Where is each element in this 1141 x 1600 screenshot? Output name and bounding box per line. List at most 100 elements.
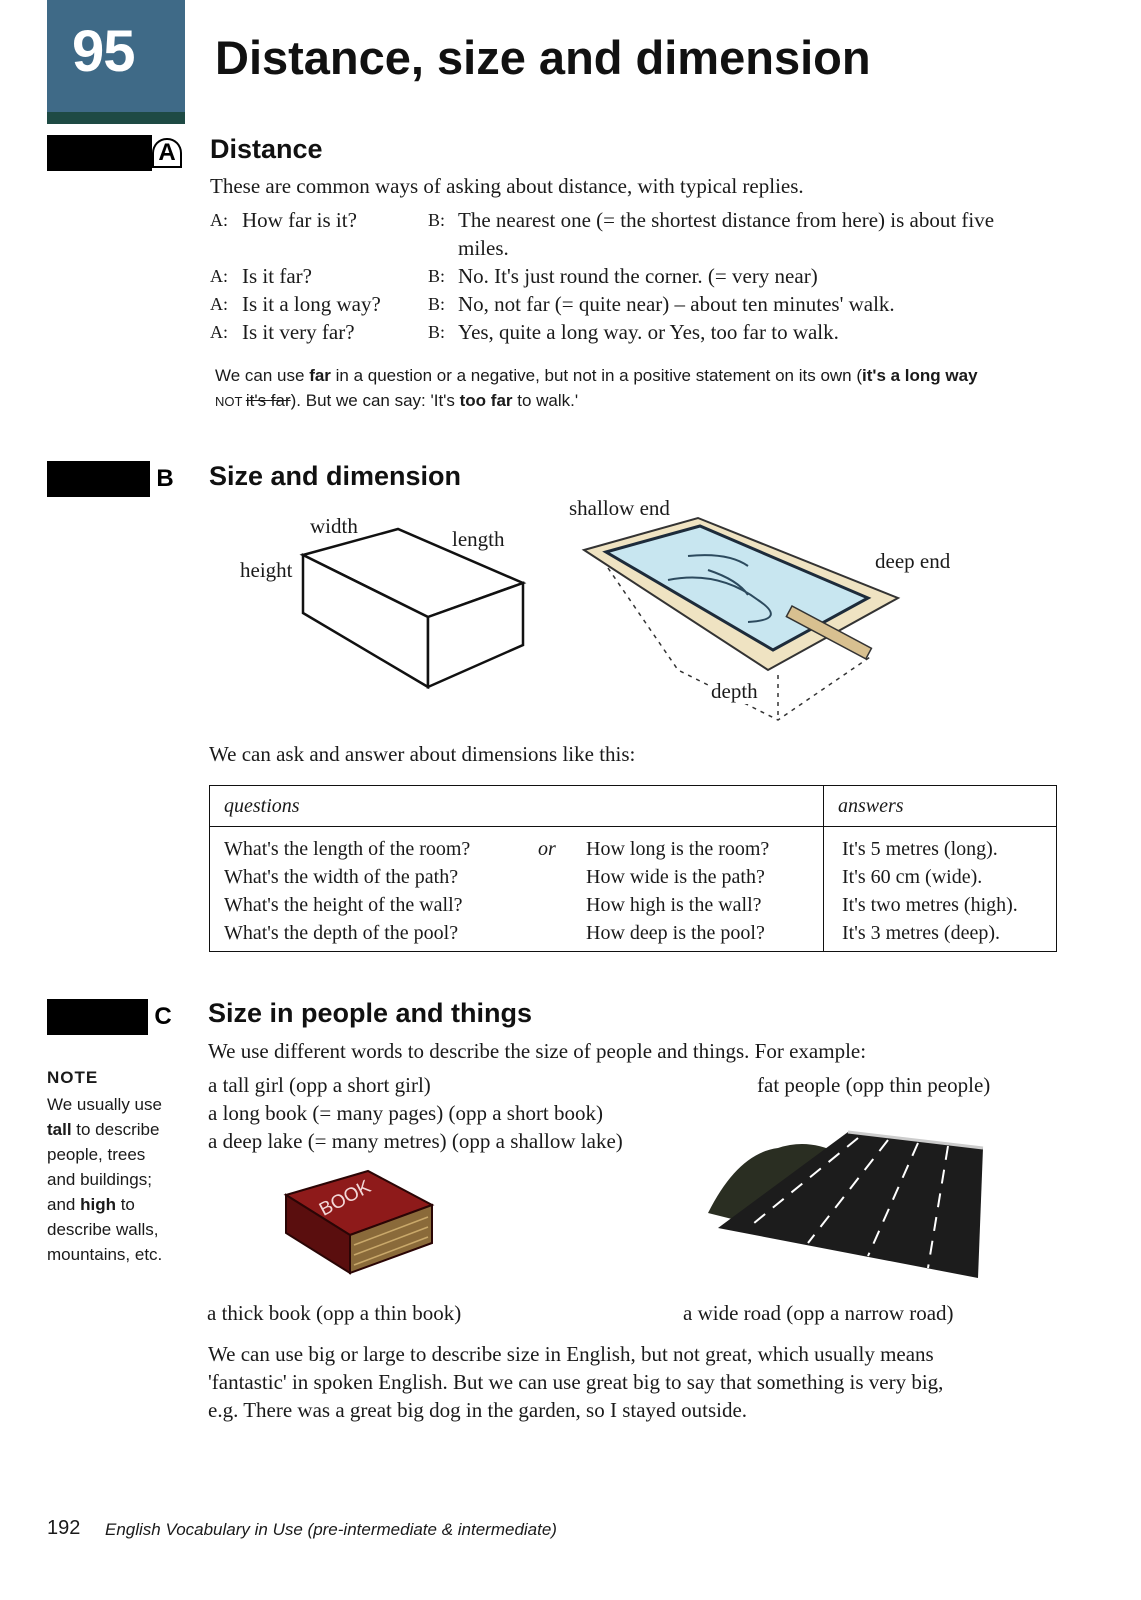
dialog-answer-cont: miles. xyxy=(458,236,509,260)
label-deep-end: deep end xyxy=(875,549,951,573)
sidebar-note-line: and xyxy=(47,1195,81,1214)
wide-road-illustration xyxy=(708,1130,984,1278)
speaker-a: A: xyxy=(210,322,228,342)
question-short-form: How long is the room? xyxy=(586,838,770,860)
dialog-row: A: Is it a long way? B: No, not far (= q… xyxy=(210,290,1110,318)
label-width: width xyxy=(310,514,358,538)
speaker-b: B: xyxy=(428,266,446,286)
dialog-row: A: How far is it? B: The nearest one (= … xyxy=(210,206,1110,234)
question-long-form: What's the depth of the pool? xyxy=(224,922,459,944)
note-keyword: too far xyxy=(459,391,513,410)
answers-cell: It's 5 metres (long). It's 60 cm (wide).… xyxy=(823,826,1057,952)
sidebar-note-line: mountains, etc. xyxy=(47,1245,163,1264)
section-a-marker xyxy=(47,135,155,171)
note-struck: it's far xyxy=(245,391,291,410)
sidebar-note-line: to describe xyxy=(71,1120,160,1139)
answer: It's 3 metres (deep). xyxy=(842,922,1000,944)
diving-board xyxy=(785,604,873,660)
unit-number-block xyxy=(47,0,185,124)
sidebar-note-keyword: high xyxy=(80,1195,116,1214)
page-number: 192 xyxy=(47,1517,81,1539)
road-barrier xyxy=(847,1130,984,1150)
table-row: What's the length of the room? or How lo… xyxy=(224,835,809,863)
speaker-b: B: xyxy=(428,294,446,314)
section-a-title: Distance xyxy=(210,134,323,164)
box-illustration xyxy=(299,527,527,690)
table-row: What's the height of the wall? How high … xyxy=(224,891,809,919)
question-short-form: How deep is the pool? xyxy=(586,922,765,944)
table-row: What's the width of the path? How wide i… xyxy=(224,863,809,891)
sidebar-note: NOTE We usually use tall to describe peo… xyxy=(47,1065,187,1267)
sidebar-note-line: people, trees xyxy=(47,1145,146,1164)
section-b-title: Size and dimension xyxy=(209,461,462,491)
section-a-letter: A xyxy=(152,135,182,171)
section-b-marker xyxy=(47,461,155,497)
section-a-intro: These are common ways of asking about di… xyxy=(210,174,804,198)
dialog-row-cont: miles. xyxy=(210,234,1110,262)
speaker-b: B: xyxy=(428,322,446,342)
dialog-row: A: Is it far? B: No. It's just round the… xyxy=(210,262,1110,290)
example-item: a deep lake (= many metres) (opp a shall… xyxy=(208,1129,623,1153)
note-text: ). But we can say: 'It's xyxy=(290,391,460,410)
sidebar-note-line: to xyxy=(115,1195,135,1214)
speaker-a: A: xyxy=(210,210,228,230)
header-questions: questions xyxy=(209,785,824,827)
label-height: height xyxy=(240,558,293,582)
example-item: a long book (= many pages) (opp a short … xyxy=(208,1101,604,1125)
page-title: Distance, size and dimension xyxy=(215,31,871,84)
question-long-form: What's the height of the wall? xyxy=(224,894,463,916)
dialog-answer: No, not far (= quite near) – about ten m… xyxy=(458,292,895,316)
note-text: We can use xyxy=(215,366,310,385)
closing-line: We can use big or large to describe size… xyxy=(208,1342,934,1366)
section-c-letter: C xyxy=(148,999,178,1035)
dialog-question: Is it very far? xyxy=(242,320,355,344)
section-c-closing: We can use big or large to describe size… xyxy=(208,1340,1088,1424)
header-questions-text: questions xyxy=(224,795,300,817)
note-not: NOT xyxy=(215,394,246,409)
or-word: or xyxy=(538,838,556,860)
dialog-answer: Yes, quite a long way. or Yes, too far t… xyxy=(458,320,839,344)
sidebar-note-line: We usually use xyxy=(47,1095,162,1114)
road-surface xyxy=(718,1132,983,1278)
note-keyword: it's a long way xyxy=(862,366,978,385)
book-spine xyxy=(285,1193,351,1275)
closing-line: e.g. There was a great big dog in the ga… xyxy=(208,1398,748,1422)
dialog-row: A: Is it very far? B: Yes, quite a long … xyxy=(210,318,1110,346)
dialog-answer: No. It's just round the corner. (= very … xyxy=(458,264,818,288)
answer: It's 5 metres (long). xyxy=(842,838,998,860)
example-item: a tall girl (opp a short girl) xyxy=(208,1073,431,1097)
question-long-form: What's the width of the path? xyxy=(224,866,459,888)
caption-wide-road: a wide road (opp a narrow road) xyxy=(683,1301,954,1325)
label-shallow-end: shallow end xyxy=(569,496,670,520)
dialog-question: How far is it? xyxy=(242,208,357,232)
speaker-a: A: xyxy=(210,266,228,286)
question-short-form: How high is the wall? xyxy=(586,894,762,916)
dialog-answer: The nearest one (= the shortest distance… xyxy=(458,208,995,232)
section-a-note: We can use far in a question or a negati… xyxy=(215,363,1095,414)
speaker-a: A: xyxy=(210,294,228,314)
dimensions-table: questions answers What's the length of t… xyxy=(209,785,1057,952)
sidebar-note-heading: NOTE xyxy=(47,1068,99,1087)
section-c-marker xyxy=(47,999,155,1035)
sidebar-note-keyword: tall xyxy=(47,1120,72,1139)
box-side xyxy=(426,581,525,689)
note-keyword: far xyxy=(309,366,331,385)
label-length: length xyxy=(452,527,505,551)
water-ripples xyxy=(667,554,772,623)
sidebar-note-line: and buildings; xyxy=(47,1170,152,1189)
example-item-right: fat people (opp thin people) xyxy=(757,1073,991,1097)
note-text: in a question or a negative, but not in … xyxy=(330,366,863,385)
examples-list: a tall girl (opp a short girl) a long bo… xyxy=(208,1071,623,1155)
note-text: to walk.' xyxy=(512,391,579,410)
dialog-question: Is it a long way? xyxy=(242,292,381,316)
unit-number: 95 xyxy=(72,19,136,84)
table-row: What's the depth of the pool? How deep i… xyxy=(224,919,809,947)
question-long-form: What's the length of the room? xyxy=(224,838,471,860)
header-answers: answers xyxy=(823,785,1057,827)
thick-book-illustration xyxy=(283,1169,435,1275)
questions-cell: What's the length of the room? or How lo… xyxy=(209,826,824,952)
dialog-list: A: How far is it? B: The nearest one (= … xyxy=(210,206,1110,346)
section-c-intro: We use different words to describe the s… xyxy=(208,1039,867,1063)
section-b-intro: We can ask and answer about dimensions l… xyxy=(209,742,636,766)
speaker-b: B: xyxy=(428,210,446,230)
